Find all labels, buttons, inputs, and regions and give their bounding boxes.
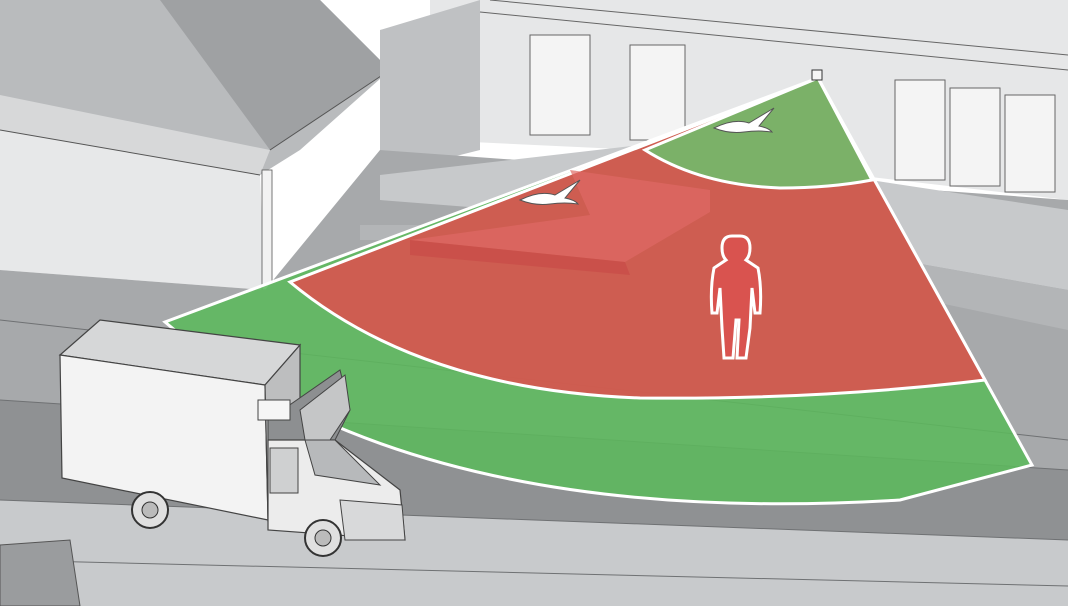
- camera-icon: [812, 70, 822, 80]
